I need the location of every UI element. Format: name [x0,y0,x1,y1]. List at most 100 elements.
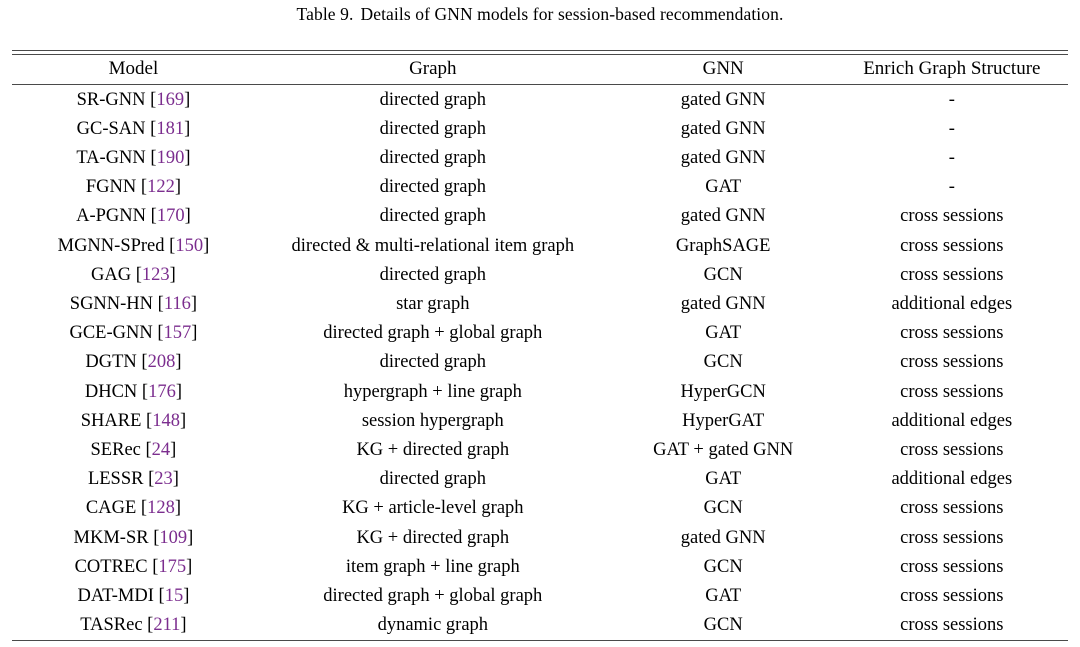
citation-link[interactable]: [128] [141,498,181,518]
citation-link[interactable]: [148] [146,411,186,431]
citation-link[interactable]: [116] [158,294,197,314]
cell-enrich: - [948,89,955,110]
citation-bracket-close: ] [191,323,198,344]
cell-graph: directed graph [379,89,486,110]
model-name: GAG [91,264,132,285]
table-row: DAT-MDI [15] directed graph + global grap… [12,582,1068,611]
citation-bracket-close: ] [190,293,198,314]
citation-bracket-open: [ [158,585,165,606]
cell-enrich: cross sessions [900,352,1004,373]
model-name: SGNN-HN [69,293,154,314]
citation-number: 175 [158,556,187,577]
citation-bracket-open: [ [152,556,159,577]
citation-link[interactable]: [123] [136,265,176,285]
cell-enrich: cross sessions [900,206,1004,227]
citation-bracket-open: [ [135,264,142,285]
cell-enrich: cross sessions [900,264,1004,285]
citation-link[interactable]: [176] [142,382,182,402]
model-name: TA-GNN [76,147,146,168]
cell-model: MGNN-SPred [150] [12,232,255,261]
citation-link[interactable]: [208] [141,352,181,372]
cell-gnn: GAT [705,469,742,490]
cell-gnn: GAT + gated GNN [653,439,794,460]
cell-gnn: gated GNN [680,527,766,548]
cell-graph: session hypergraph [361,410,504,431]
citation-bracket-close: ] [184,147,191,168]
model-name: FGNN [85,177,137,198]
citation-bracket-open: [ [157,293,164,314]
citation-link[interactable]: [157] [157,323,197,343]
cell-model: CAGE [128] [12,494,255,523]
cell-enrich: additional edges [891,469,1013,490]
model-name: GCE-GNN [69,323,153,344]
table-row: GCE-GNN [157]directed graph + global gra… [12,319,1068,348]
citation-link[interactable]: [170] [151,206,191,226]
model-name: CAGE [85,498,137,519]
cell-model: SHARE [148] [12,407,255,436]
citation-link[interactable]: [211] [147,615,186,635]
cell-graph: directed graph [379,264,486,285]
citation-link[interactable]: [15] [159,586,190,606]
cell-model: SERec [24] [12,436,255,465]
cell-model: SGNN-HN [116] [12,290,255,319]
citation-bracket-close: ] [172,469,179,490]
cell-model: MKM-SR [109] [12,524,255,553]
citation-bracket-open: [ [147,615,154,636]
cell-gnn: GAT [705,323,742,344]
citation-number: 170 [156,206,185,227]
cell-graph: directed graph + global graph [323,585,543,606]
cell-enrich: - [948,118,955,139]
cell-model: DAT-MDI [15] [12,582,255,611]
cell-enrich: additional edges [891,410,1013,431]
citation-link[interactable]: [169] [150,90,190,110]
column-header-gnn: GNN [610,54,836,85]
citation-bracket-close: ] [169,264,176,285]
citation-number: 157 [163,323,192,344]
cell-gnn: GCN [703,498,743,519]
citation-link[interactable]: [181] [150,119,190,139]
cell-graph: KG + directed graph [356,439,510,460]
citation-link[interactable]: [24] [146,440,177,460]
citation-number: 15 [164,585,184,606]
cell-graph: KG + article-level graph [342,498,524,519]
cell-model: TA-GNN [190] [12,144,255,173]
citation-link[interactable]: [190] [150,148,190,168]
cell-gnn: GCN [703,556,743,577]
citation-number: 190 [156,147,185,168]
table-top-rule [12,49,1068,55]
cell-enrich: cross sessions [900,527,1004,548]
cell-model: TASRec [211] [12,611,255,641]
cell-graph: directed graph [379,352,486,373]
cell-graph: item graph + line graph [345,556,520,577]
cell-enrich: cross sessions [900,615,1004,636]
citation-bracket-open: [ [148,469,155,490]
citation-bracket-open: [ [150,206,157,227]
cell-gnn: gated GNN [680,293,766,314]
citation-bracket-close: ] [174,177,181,198]
table-container: Model Graph GNN Enrich Graph Structure S… [12,24,1068,645]
citation-link[interactable]: [122] [141,177,181,197]
citation-link[interactable]: [175] [152,557,192,577]
cell-gnn: gated GNN [680,89,766,110]
citation-bracket-close: ] [184,206,191,227]
top-rule-line [12,49,1068,55]
table-row: MGNN-SPred [150]directed & multi-relatio… [12,232,1068,261]
citation-number: 150 [175,235,204,256]
cell-gnn: gated GNN [680,206,766,227]
cell-gnn: GAT [705,585,742,606]
cell-graph: directed graph [379,206,486,227]
cell-gnn: GCN [703,352,743,373]
column-header-model: Model [12,54,255,85]
citation-link[interactable]: [23] [148,469,179,489]
cell-graph: hypergraph + line graph [343,381,522,402]
citation-link[interactable]: [109] [153,528,193,548]
model-name: SHARE [80,410,142,431]
citation-bracket-close: ] [203,235,210,256]
citation-link[interactable]: [150] [169,236,209,256]
model-name: MGNN-SPred [57,235,165,256]
